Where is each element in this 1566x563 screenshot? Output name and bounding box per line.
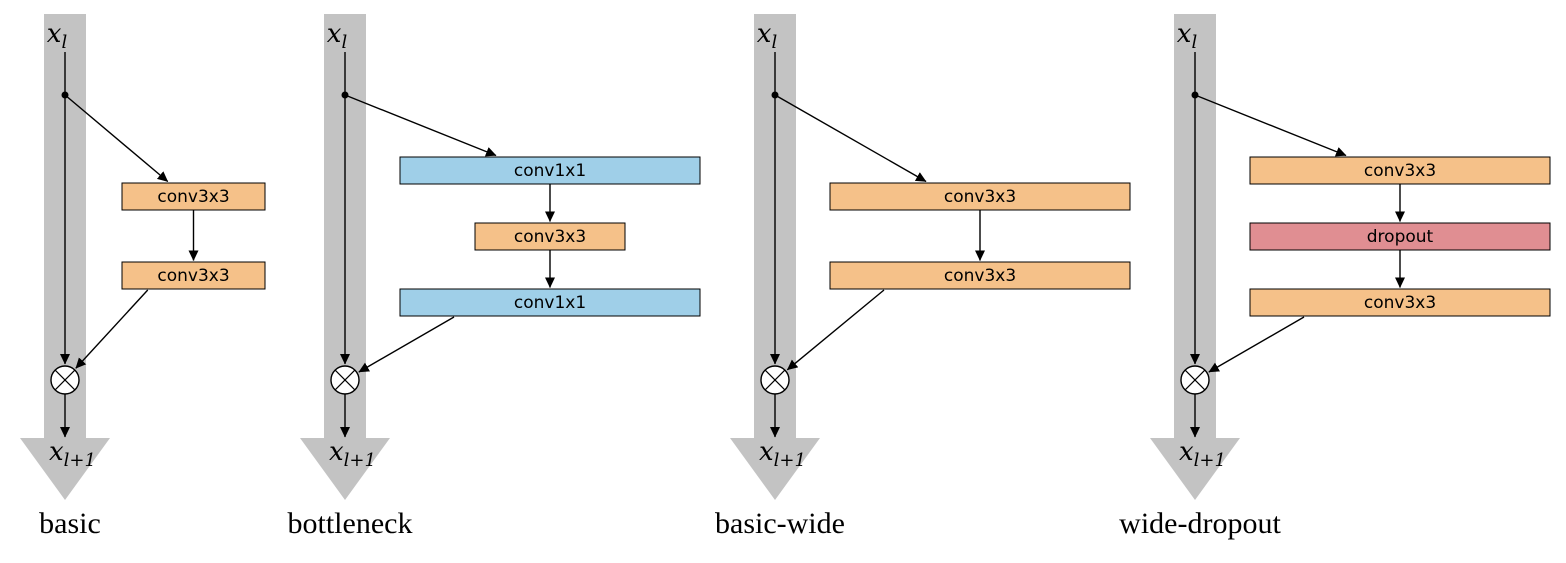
panel-caption: wide-dropout xyxy=(1119,507,1281,540)
merge-arrow xyxy=(75,289,149,369)
block-label: conv3x3 xyxy=(157,187,229,207)
block-conv3x3: conv3x3 xyxy=(829,182,1131,211)
merge-arrow xyxy=(358,316,455,373)
branch-arrow xyxy=(344,94,497,157)
merge-arrow xyxy=(1208,316,1305,373)
panel-caption: bottleneck xyxy=(288,507,413,540)
block-label: conv3x3 xyxy=(1364,161,1436,181)
branch-arrow xyxy=(1194,94,1347,157)
block-conv3x3: conv3x3 xyxy=(121,182,266,211)
block-conv3x3: conv3x3 xyxy=(121,261,266,290)
branch-arrow xyxy=(774,94,927,183)
block-conv3x3: conv3x3 xyxy=(474,222,626,251)
block-dropout: dropout xyxy=(1249,222,1551,251)
block-label: conv1x1 xyxy=(514,293,586,313)
block-label: conv3x3 xyxy=(944,187,1016,207)
branch-arrow xyxy=(64,94,169,183)
block-label: conv3x3 xyxy=(514,227,586,247)
block-label: conv3x3 xyxy=(157,266,229,286)
panel-caption: basic xyxy=(39,507,101,540)
block-label: conv1x1 xyxy=(514,161,586,181)
block-conv3x3: conv3x3 xyxy=(1249,288,1551,317)
panel-caption: basic-wide xyxy=(715,507,845,540)
merge-node-icon xyxy=(50,365,80,395)
block-label: dropout xyxy=(1367,227,1434,247)
merge-node-icon xyxy=(760,365,790,395)
block-conv1x1: conv1x1 xyxy=(399,288,701,317)
block-conv3x3: conv3x3 xyxy=(829,261,1131,290)
block-conv3x3: conv3x3 xyxy=(1249,156,1551,185)
block-label: conv3x3 xyxy=(944,266,1016,286)
merge-node-icon xyxy=(1180,365,1210,395)
block-conv1x1: conv1x1 xyxy=(399,156,701,185)
merge-node-icon xyxy=(330,365,360,395)
block-label: conv3x3 xyxy=(1364,293,1436,313)
merge-arrow xyxy=(786,289,885,371)
